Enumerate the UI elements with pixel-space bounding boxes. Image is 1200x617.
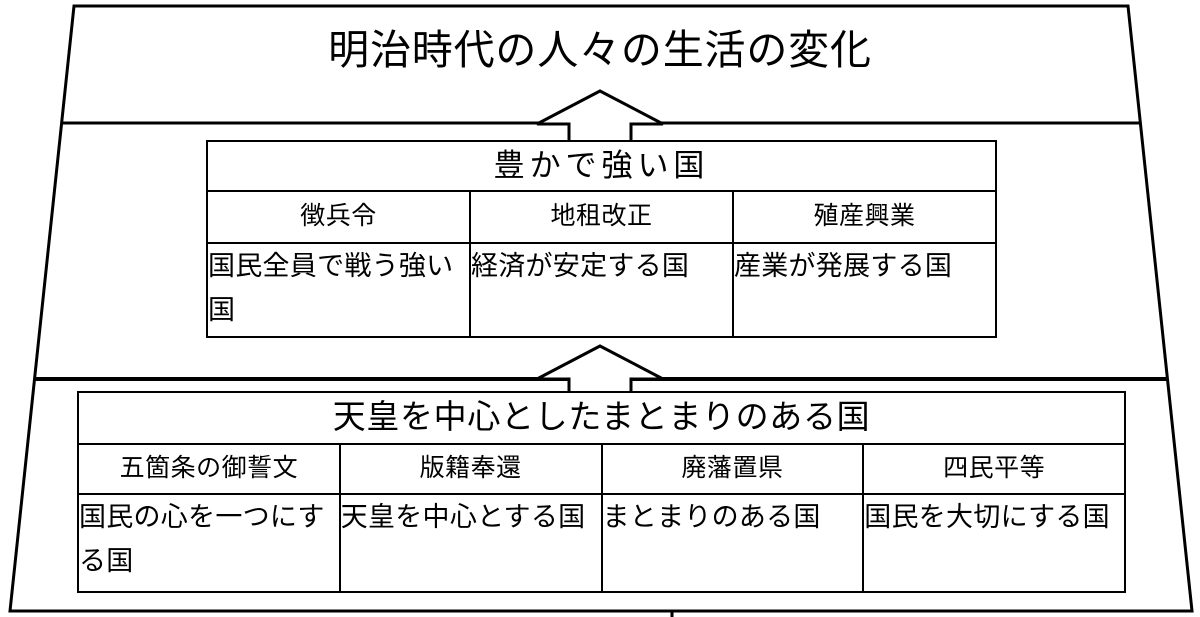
- tier-bottom-heading-row: 天皇を中心としたまとまりのある国: [77, 391, 1126, 445]
- tier-bottom-body-row: 国民の心を一つにする国 天皇を中心とする国 まとまりのある国 国民を大切にする国: [77, 493, 1126, 593]
- tier-middle-label-row: 徴兵令 地租改正 殖産興業: [206, 190, 997, 244]
- tier-middle-heading: 豊かで強い国: [206, 140, 997, 192]
- tier-bottom-body-2: まとまりのある国: [600, 493, 865, 593]
- tier-bottom-label-0: 五箇条の御誓文: [77, 443, 341, 495]
- page-title: 明治時代の人々の生活の変化: [328, 27, 872, 73]
- tier-bottom-table: 天皇を中心としたまとまりのある国 五箇条の御誓文 版籍奉還 廃藩置県 四民平等 …: [77, 391, 1126, 593]
- tier-middle-body-2: 産業が発展する国: [732, 242, 997, 338]
- tier-middle-body-row: 国民全員で戦う強い国 経済が安定する国 産業が発展する国: [206, 242, 997, 338]
- tier-bottom-heading: 天皇を中心としたまとまりのある国: [77, 391, 1126, 445]
- tier-middle-label-2: 殖産興業: [732, 190, 997, 244]
- tier-bottom-label-3: 四民平等: [862, 443, 1126, 495]
- tier-middle-heading-row: 豊かで強い国: [206, 140, 997, 192]
- tier-bottom-label-1: 版籍奉還: [338, 443, 603, 495]
- tier-bottom-label-2: 廃藩置県: [600, 443, 865, 495]
- tier-bottom-body-3: 国民を大切にする国: [862, 493, 1126, 593]
- tier-bottom-body-0: 国民の心を一つにする国: [77, 493, 341, 593]
- tier-middle-body-0: 国民全員で戦う強い国: [206, 242, 471, 338]
- tier-middle-body-1: 経済が安定する国: [469, 242, 734, 338]
- tier-middle-label-0: 徴兵令: [206, 190, 471, 244]
- tier-middle-table: 豊かで強い国 徴兵令 地租改正 殖産興業 国民全員で戦う強い国 経済が安定する国…: [206, 140, 997, 338]
- tier-bottom-body-1: 天皇を中心とする国: [338, 493, 603, 593]
- tier-bottom-label-row: 五箇条の御誓文 版籍奉還 廃藩置県 四民平等: [77, 443, 1126, 495]
- tier-middle-label-1: 地租改正: [469, 190, 734, 244]
